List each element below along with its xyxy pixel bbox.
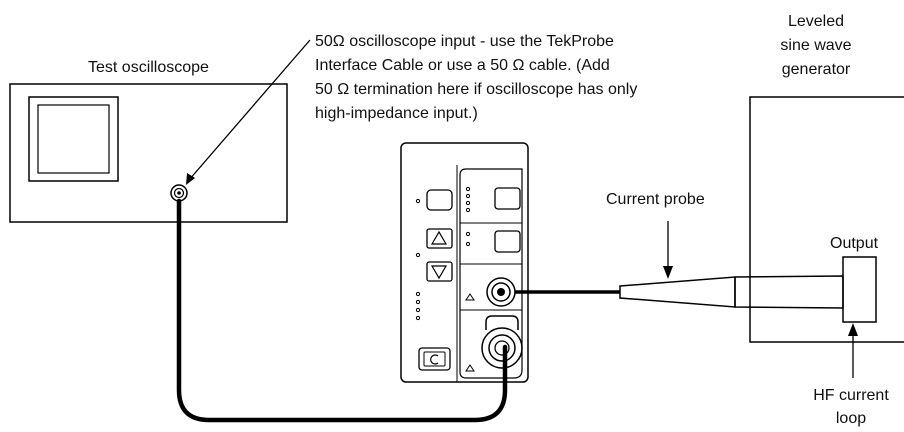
current-probe-amplifier	[400, 142, 529, 383]
amplifier-output-connector	[486, 277, 516, 307]
degauss-button[interactable]	[418, 347, 451, 371]
down-arrow-button[interactable]	[426, 261, 453, 282]
sine-wave-generator	[749, 96, 904, 343]
output-label: Output	[830, 235, 879, 252]
test-oscilloscope-label: Test oscilloscope	[88, 59, 209, 76]
down-triangle-icon	[430, 265, 448, 280]
current-probe-arrow	[663, 221, 673, 279]
generator-label-line-1: Leveled	[788, 13, 844, 30]
hf-current-loop-label-line-1: HF current	[813, 387, 889, 404]
hf-current-loop-arrow	[848, 323, 858, 378]
up-triangle-icon	[430, 230, 448, 245]
callout-line-1: 50Ω oscilloscope input - use the TekProb…	[315, 33, 614, 50]
amplifier-body	[400, 142, 529, 383]
generator-label-line-2: sine wave	[780, 37, 851, 54]
test-oscilloscope	[9, 83, 288, 223]
circular-arrow-icon	[430, 354, 439, 365]
probe-input-connector	[481, 315, 523, 369]
callout-line-4: high-impedance input.)	[315, 105, 478, 122]
generator-label-line-3: generator	[782, 61, 851, 78]
oscilloscope-screen-inner	[37, 104, 110, 174]
amplifier-button-right-mid[interactable]	[494, 230, 521, 253]
oscilloscope-screen	[28, 96, 119, 182]
oscilloscope-input-connector	[170, 184, 188, 202]
amplifier-button-top[interactable]	[426, 189, 453, 211]
generator-body	[749, 96, 904, 343]
oscilloscope-cable	[176, 198, 508, 423]
callout-line-2: Interface Cable or use a 50 Ω cable. (Ad…	[315, 57, 610, 74]
hf-current-loop-label-line-2: loop	[836, 410, 866, 427]
up-arrow-button[interactable]	[426, 228, 453, 249]
current-probe-label: Current probe	[606, 191, 705, 208]
oscilloscope-body	[9, 83, 288, 223]
amplifier-button-right-top[interactable]	[494, 187, 521, 210]
callout-line-3: 50 Ω termination here if oscilloscope ha…	[315, 81, 637, 98]
current-probe	[619, 275, 844, 309]
generator-output-connector	[842, 256, 877, 323]
callout-leader-arrow	[186, 39, 311, 185]
